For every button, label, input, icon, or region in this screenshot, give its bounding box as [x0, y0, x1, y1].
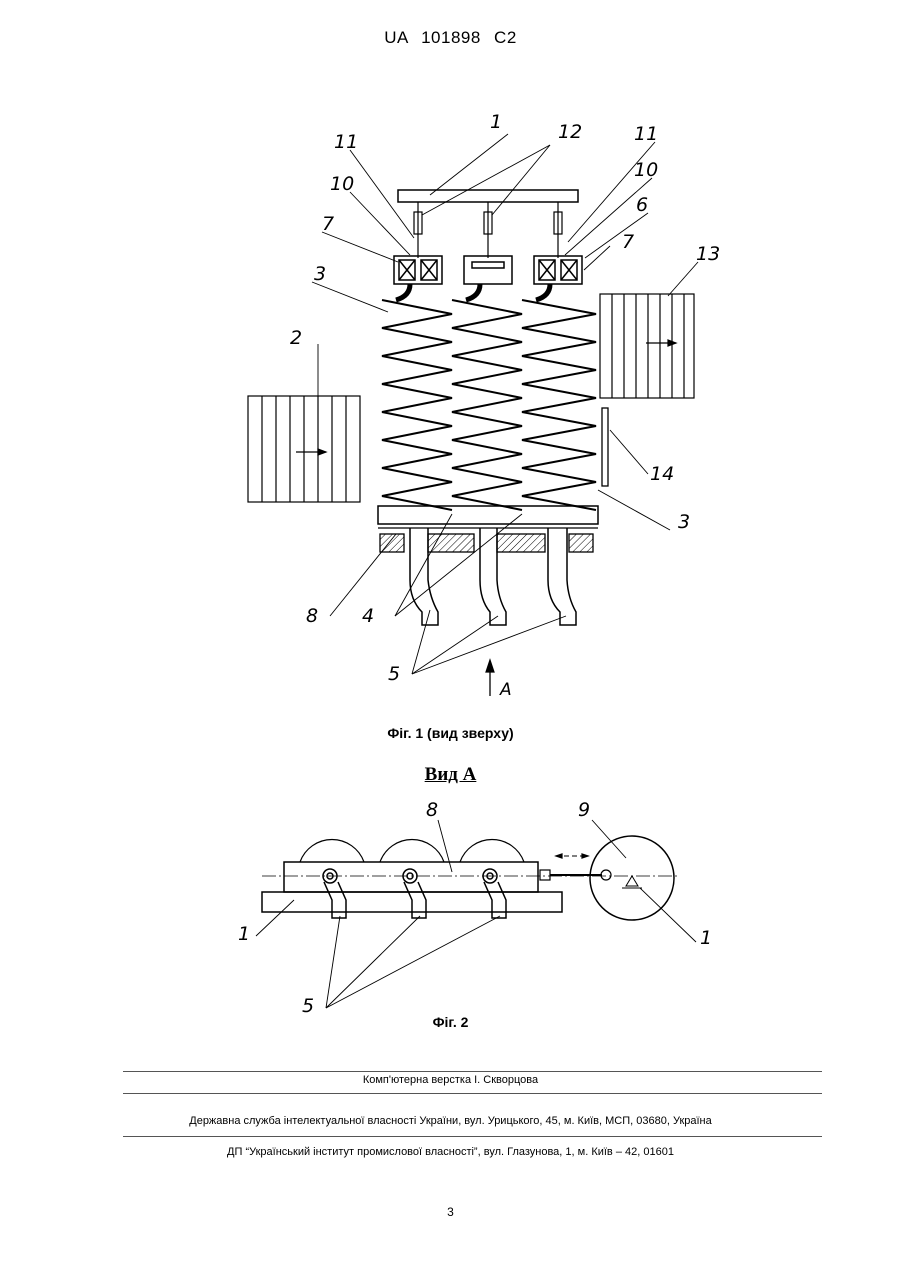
fig2-label-8: 8	[426, 799, 438, 821]
fig1-label-5: 5	[388, 663, 400, 685]
page-number: 3	[0, 1205, 901, 1219]
fig1-label-2: 2	[290, 327, 302, 349]
fig1-label-7b: 7	[622, 231, 634, 253]
figure1-caption: Фіг. 1 (вид зверху)	[0, 725, 901, 741]
fig1-label-8: 8	[306, 605, 318, 627]
fig1-label-A: A	[499, 680, 512, 700]
fig1-label-14: 14	[650, 463, 674, 485]
fig1-label-1: 1	[490, 111, 502, 133]
fig1-label-4: 4	[362, 605, 374, 627]
fiber-block-right	[600, 294, 694, 398]
fig1-label-3a: 3	[314, 263, 326, 285]
bearing-blocks	[394, 256, 582, 284]
footer-rule-2	[123, 1093, 822, 1094]
knife-plate	[602, 408, 608, 486]
fig1-label-10b: 10	[634, 159, 658, 181]
footer-state-service: Державна служба інтелектуальної власност…	[0, 1115, 901, 1127]
spiral-springs	[382, 300, 596, 510]
fig2-label-9: 9	[578, 799, 590, 821]
footer-rule-3	[123, 1136, 822, 1137]
fig1-label-3b: 3	[678, 511, 690, 533]
fig1-label-12: 12	[558, 121, 582, 143]
fig1-label-11b: 11	[634, 123, 658, 145]
fig1-label-11a: 11	[334, 131, 358, 153]
footer-institute: ДП “Український інститут промислової вла…	[0, 1146, 901, 1158]
hangers	[414, 202, 562, 258]
fig1-label-7a: 7	[322, 213, 334, 235]
figure2-caption: Фіг. 2	[0, 1014, 901, 1030]
fig2-label-1b: 1	[700, 927, 712, 949]
top-beam	[398, 190, 578, 202]
fig1-label-10a: 10	[330, 173, 354, 195]
fig2-label-1a: 1	[238, 923, 250, 945]
figure2-drawing: 8 9 1 1 5	[238, 799, 712, 1017]
footer-rule-1	[123, 1071, 822, 1072]
figure1-drawing: 1 12 11 10 7 11 10 6 7 13 3 2 14 3 8 4 5…	[248, 111, 720, 700]
footer-typesetting: Комп'ютерна верстка І. Скворцова	[0, 1074, 901, 1086]
figure2-title: Вид А	[0, 764, 901, 786]
spring-base	[378, 506, 598, 524]
fig1-label-6: 6	[636, 194, 648, 216]
fig1-label-13: 13	[696, 243, 720, 265]
fiber-block-left	[248, 396, 360, 502]
